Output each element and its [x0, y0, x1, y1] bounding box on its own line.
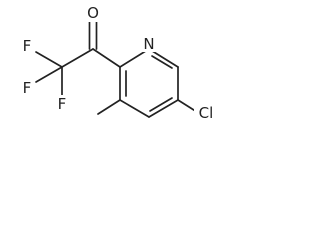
bond-c5-c4-inner [149, 97, 173, 112]
bond-c-f2 [35, 66, 63, 83]
bond-cf3-carbonyl [61, 48, 94, 68]
atom-fluorine-1: F [23, 37, 32, 55]
atom-nitrogen: N [143, 35, 154, 53]
bond-c5-c4 [148, 99, 179, 118]
atom-fluorine-3: F [58, 95, 67, 113]
atom-oxygen: O [87, 4, 99, 22]
bond-n-c6-inner [151, 55, 173, 69]
chemical-structure: O N F F F Cl [20, 4, 218, 122]
bond-c5-cl [177, 99, 198, 113]
bond-methyl [97, 99, 121, 115]
atom-fluorine-2: F [23, 79, 32, 97]
bond-carbonyl-ring [92, 48, 121, 68]
bond-c-f1 [35, 51, 63, 68]
atom-chlorine: Cl [199, 104, 214, 122]
bond-c4-c3 [119, 99, 150, 118]
